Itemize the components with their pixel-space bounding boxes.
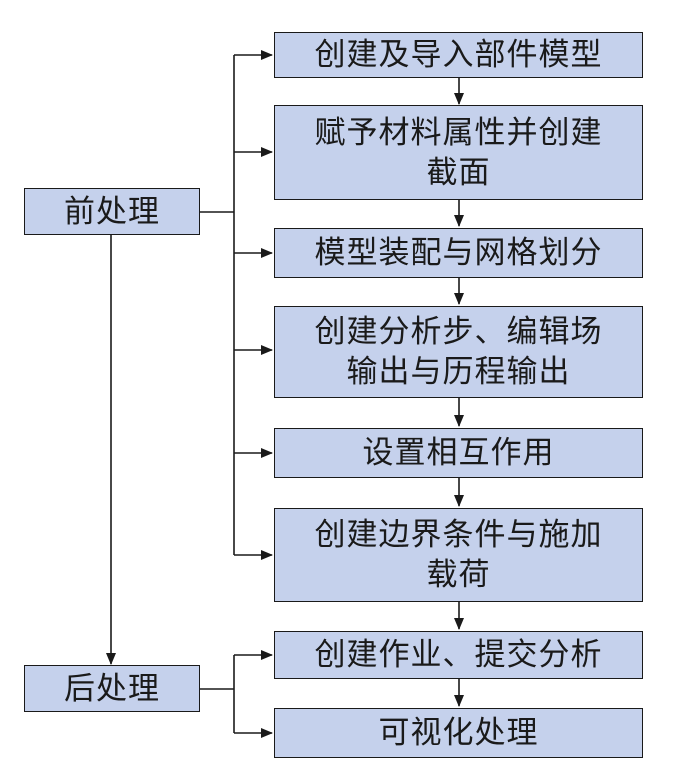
step-create-import-part: 创建及导入部件模型 [274,32,643,78]
pre-processing-box: 前处理 [24,188,200,235]
step-label: 创建边界条件与施加载荷 [314,517,603,593]
step-create-job-submit: 创建作业、提交分析 [274,631,643,679]
step-analysis-step-output: 创建分析步、编辑场输出与历程输出 [274,306,643,398]
step-label: 创建作业、提交分析 [314,637,603,673]
step-boundary-load: 创建边界条件与施加载荷 [274,508,643,602]
step-label: 模型装配与网格划分 [314,235,603,271]
step-assembly-meshing: 模型装配与网格划分 [274,228,643,278]
step-label: 创建分析步、编辑场输出与历程输出 [314,314,603,390]
post-processing-label: 后处理 [64,670,160,707]
step-assign-material-section: 赋予材料属性并创建截面 [274,105,643,200]
step-label: 设置相互作用 [362,435,555,471]
step-visualization: 可视化处理 [274,708,643,758]
step-label: 赋予材料属性并创建截面 [314,114,603,191]
step-interaction: 设置相互作用 [274,428,643,478]
step-label: 创建及导入部件模型 [314,37,603,73]
step-label: 可视化处理 [378,715,539,751]
pre-processing-label: 前处理 [64,193,160,230]
post-processing-box: 后处理 [24,665,200,712]
